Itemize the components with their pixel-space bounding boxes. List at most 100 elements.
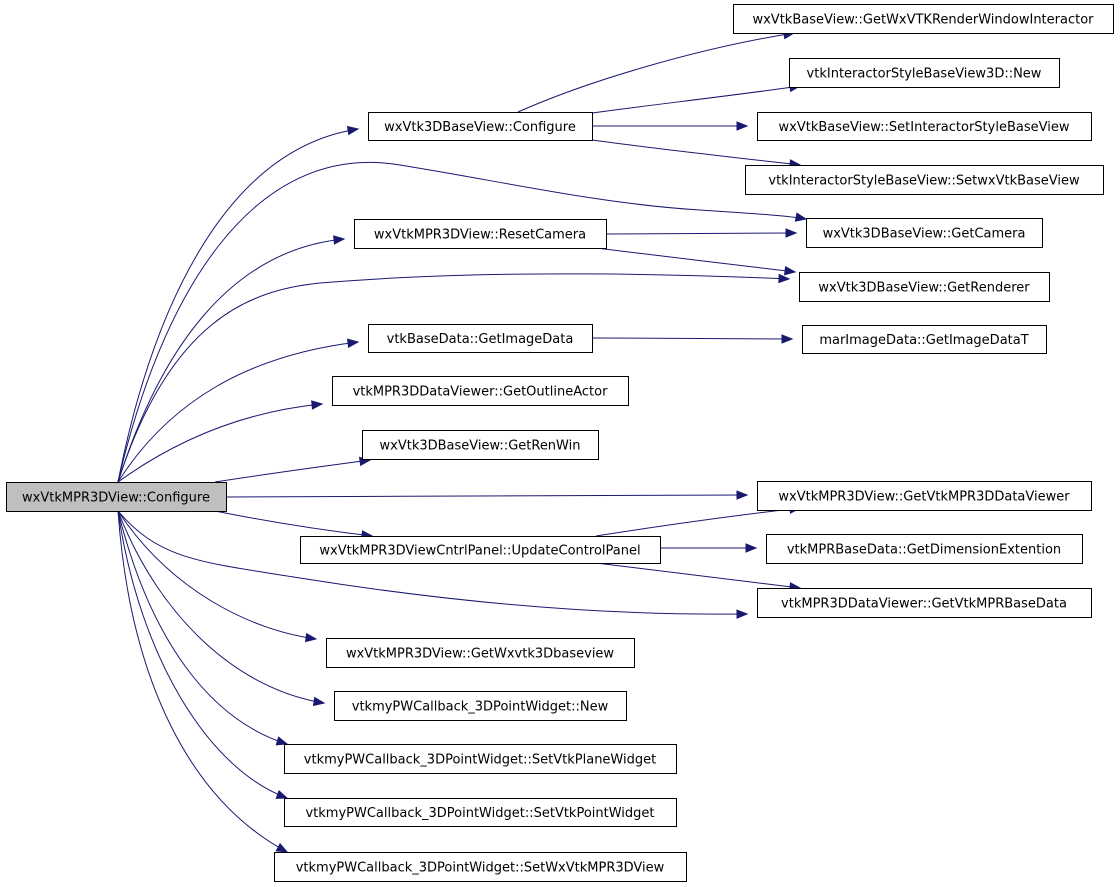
function-node[interactable]: wxVtkMPR3DView::ResetCamera (354, 219, 607, 249)
edge-n6-r10 (595, 562, 802, 592)
node-box[interactable] (354, 219, 607, 249)
function-node[interactable]: vtkmyPWCallback_3DPointWidget::New (334, 691, 627, 721)
node-box[interactable] (757, 588, 1092, 618)
node-label: vtkInteractorStyleBaseView3D::New (807, 67, 1042, 82)
edge-line (117, 510, 288, 799)
node-label: wxVtkMPR3DViewCntrlPanel::UpdateControlP… (319, 544, 640, 559)
arrowhead (312, 696, 326, 707)
edge-line (591, 85, 801, 114)
node-box[interactable] (757, 481, 1092, 511)
edge-root-n10 (117, 510, 289, 799)
node-box[interactable] (284, 744, 677, 774)
node-label: vtkBaseData::GetImageData (387, 332, 574, 347)
edge-root-n2 (117, 235, 346, 483)
arrowhead (794, 212, 808, 222)
edge-root-n1 (117, 125, 360, 483)
arrowhead (781, 334, 794, 344)
edge-line (117, 510, 748, 615)
node-box[interactable] (806, 218, 1043, 248)
arrowhead (745, 543, 758, 553)
arrowhead (736, 490, 749, 500)
function-node[interactable]: vtkBaseData::GetImageData (368, 324, 593, 353)
node-box[interactable] (332, 376, 629, 406)
function-node[interactable]: wxVtkMPR3DView::GetWxvtk3Dbaseview (326, 638, 635, 668)
function-node[interactable]: vtkMPR3DDataViewer::GetOutlineActor (332, 376, 629, 406)
node-label: wxVtk3DBaseView::GetCamera (823, 227, 1026, 242)
function-node[interactable]: vtkMPRBaseData::GetDimensionExtention (766, 534, 1083, 564)
edge-root-r5 (117, 162, 808, 483)
node-box[interactable] (334, 691, 627, 721)
function-node[interactable]: vtkInteractorStyleBaseView3D::New (789, 58, 1060, 88)
edge-root-n7 (117, 510, 318, 643)
edge-root-r10 (117, 510, 749, 619)
edge-line (595, 562, 801, 589)
node-box[interactable] (733, 4, 1114, 34)
arrowhead (736, 609, 749, 619)
function-node[interactable]: wxVtk3DBaseView::GetRenderer (799, 272, 1050, 302)
function-node[interactable]: vtkmyPWCallback_3DPointWidget::SetWxVtkM… (274, 852, 687, 882)
node-label: vtkMPR3DDataViewer::GetVtkMPRBaseData (781, 597, 1067, 612)
node-label: marImageData::GetImageDataT (819, 333, 1028, 348)
node-box[interactable] (6, 482, 227, 512)
edge-root-n5 (214, 456, 372, 483)
function-node[interactable]: wxVtkBaseView::GetWxVTKRenderWindowInter… (733, 4, 1114, 34)
node-box[interactable] (745, 165, 1104, 195)
node-label: wxVtkMPR3DView::ResetCamera (374, 228, 586, 243)
node-box[interactable] (766, 534, 1083, 564)
arrowhead (311, 400, 324, 410)
root-node[interactable]: wxVtkMPR3DView::Configure (6, 482, 227, 512)
edge-root-r6 (117, 273, 791, 483)
node-label: wxVtk3DBaseView::Configure (384, 120, 576, 135)
function-node[interactable]: wxVtkBaseView::SetInteractorStyleBaseVie… (757, 112, 1092, 141)
edge-n6-r9 (659, 543, 758, 553)
edge-line (605, 232, 797, 235)
function-node[interactable]: vtkmyPWCallback_3DPointWidget::SetVtkPoi… (284, 798, 677, 827)
arrowhead (346, 125, 360, 136)
node-box[interactable] (300, 536, 661, 564)
arrowhead (275, 842, 289, 853)
node-box[interactable] (802, 325, 1047, 354)
edge-line (225, 494, 748, 498)
node-label: wxVtkMPR3DView::GetVtkMPR3DDataViewer (778, 490, 1070, 505)
node-label: wxVtkMPR3DView::GetWxvtk3Dbaseview (346, 647, 614, 662)
node-box[interactable] (326, 638, 635, 668)
node-box[interactable] (799, 272, 1050, 302)
edge-line (117, 510, 288, 853)
arrowhead (783, 266, 797, 276)
node-box[interactable] (789, 58, 1060, 88)
edge-line (595, 507, 801, 537)
arrowhead (275, 736, 289, 746)
node-label: vtkmyPWCallback_3DPointWidget::SetWxVtkM… (296, 861, 665, 876)
function-node[interactable]: wxVtk3DBaseView::GetCamera (806, 218, 1043, 248)
node-box[interactable] (362, 430, 599, 460)
node-label: vtkMPR3DDataViewer::GetOutlineActor (353, 385, 609, 400)
function-node[interactable]: wxVtkMPR3DViewCntrlPanel::UpdateControlP… (300, 536, 661, 564)
arrowhead (304, 632, 318, 643)
edges (117, 29, 808, 853)
edge-root-n6 (214, 510, 374, 540)
edge-root-n3 (117, 338, 360, 483)
node-label: vtkMPRBaseData::GetDimensionExtention (787, 543, 1061, 558)
node-box[interactable] (757, 112, 1092, 141)
edge-line (117, 273, 790, 483)
edge-root-n8 (117, 510, 326, 707)
node-box[interactable] (284, 798, 677, 827)
function-node[interactable]: vtkInteractorStyleBaseView::SetwxVtkBase… (745, 165, 1104, 195)
node-box[interactable] (368, 112, 593, 141)
arrowhead (785, 228, 798, 238)
node-box[interactable] (368, 324, 593, 353)
function-node[interactable]: wxVtk3DBaseView::GetRenWin (362, 430, 599, 460)
node-label: vtkInteractorStyleBaseView::SetwxVtkBase… (768, 174, 1080, 189)
function-node[interactable]: marImageData::GetImageDataT (802, 325, 1047, 354)
function-node[interactable]: wxVtkMPR3DView::GetVtkMPR3DDataViewer (757, 481, 1092, 511)
edge-n2-r6 (595, 247, 797, 276)
edge-root-n11 (117, 510, 289, 853)
function-node[interactable]: vtkMPR3DDataViewer::GetVtkMPRBaseData (757, 588, 1092, 618)
edge-n1-r3 (592, 121, 749, 131)
node-box[interactable] (274, 852, 687, 882)
function-node[interactable]: wxVtk3DBaseView::Configure (368, 112, 593, 141)
arrowhead (275, 789, 289, 799)
function-node[interactable]: vtkmyPWCallback_3DPointWidget::SetVtkPla… (284, 744, 677, 774)
arrowhead (347, 338, 360, 348)
